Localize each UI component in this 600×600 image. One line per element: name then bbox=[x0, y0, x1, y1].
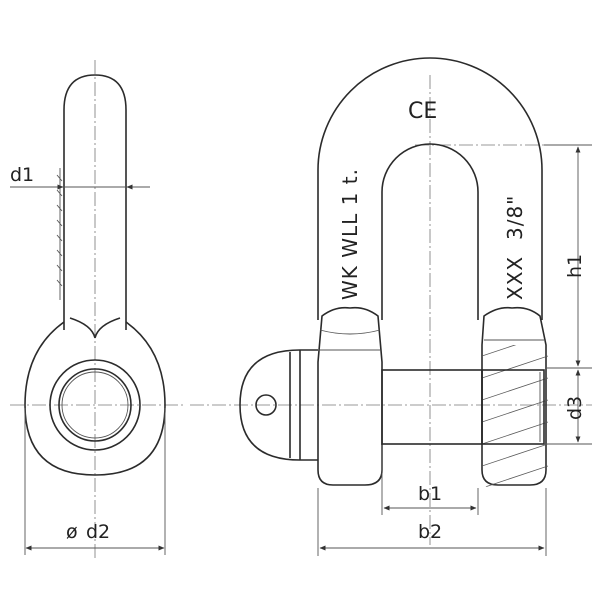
shackle-bow-inner bbox=[381, 143, 479, 320]
shackle-bow-outer bbox=[317, 57, 543, 320]
dim-d2-symbol: ø bbox=[66, 521, 78, 543]
engraving-left-leg: WK WLL 1 t. bbox=[338, 168, 362, 300]
pin-shaft bbox=[381, 369, 483, 445]
engraving-right-leg-size: 3/8" bbox=[503, 195, 527, 240]
dim-d3-label: d3 bbox=[564, 396, 586, 420]
side-view-eye-ring bbox=[49, 359, 141, 451]
dim-h1-label: h1 bbox=[564, 254, 586, 278]
side-view-pin-hole bbox=[58, 368, 132, 442]
dim-b2-label: b2 bbox=[418, 521, 442, 543]
left-eye-block-shade bbox=[319, 329, 381, 351]
right-eye-block bbox=[481, 306, 547, 486]
pin-threaded-end bbox=[481, 369, 545, 445]
engraving-right-leg-code: XXX bbox=[503, 256, 527, 300]
pin-head-hole bbox=[255, 394, 277, 416]
side-view-eye-notch bbox=[69, 317, 121, 339]
dim-b1-label: b1 bbox=[418, 483, 442, 505]
dim-d1-label: d1 bbox=[10, 164, 34, 186]
pin-head bbox=[239, 349, 318, 461]
side-view-bow-outline bbox=[63, 74, 127, 330]
side-view-pin-hole-inner bbox=[61, 371, 129, 439]
front-view: CE WK WLL 1 t. XXX 3/8" h1 d3 b1 b2 bbox=[190, 57, 592, 556]
pin-head-collar bbox=[289, 350, 301, 460]
ce-mark: CE bbox=[408, 99, 437, 124]
side-view-engraving-strip bbox=[56, 168, 63, 300]
side-view-eye-outline bbox=[24, 321, 166, 476]
side-view: d1 ø d2 bbox=[10, 60, 185, 560]
dim-d2-label: d2 bbox=[86, 521, 110, 543]
